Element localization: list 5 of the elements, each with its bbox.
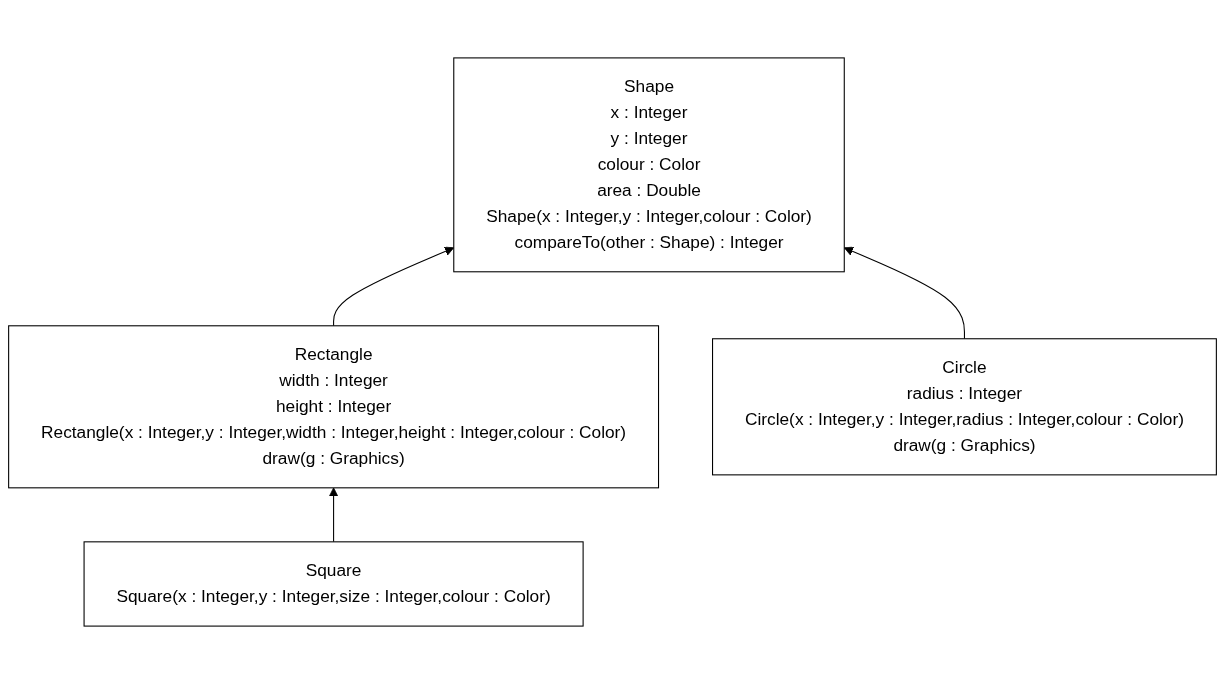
node-box: Rectangle width : Integer height : Integer Rectangle(x : Integer,y : Integer,width : Integer,height : Integer,colour : Color) draw(g : Graphics) (8, 325, 660, 489)
arrow (328, 487, 339, 543)
node-box: Shape x : Integer y : Integer colour : Color area : Double Shape(x : Integer,y : Integer,colour : Color) compareTo(other : Shape) : Integer (453, 57, 845, 273)
node-box: Square Square(x : Integer,y : Integer,size : Integer,colour : Color) (83, 541, 584, 627)
node-box: Circle radius : Integer Circle(x : Integer,y : Integer,radius : Integer,colour : Color) draw(g : Graphics) (712, 338, 1217, 476)
